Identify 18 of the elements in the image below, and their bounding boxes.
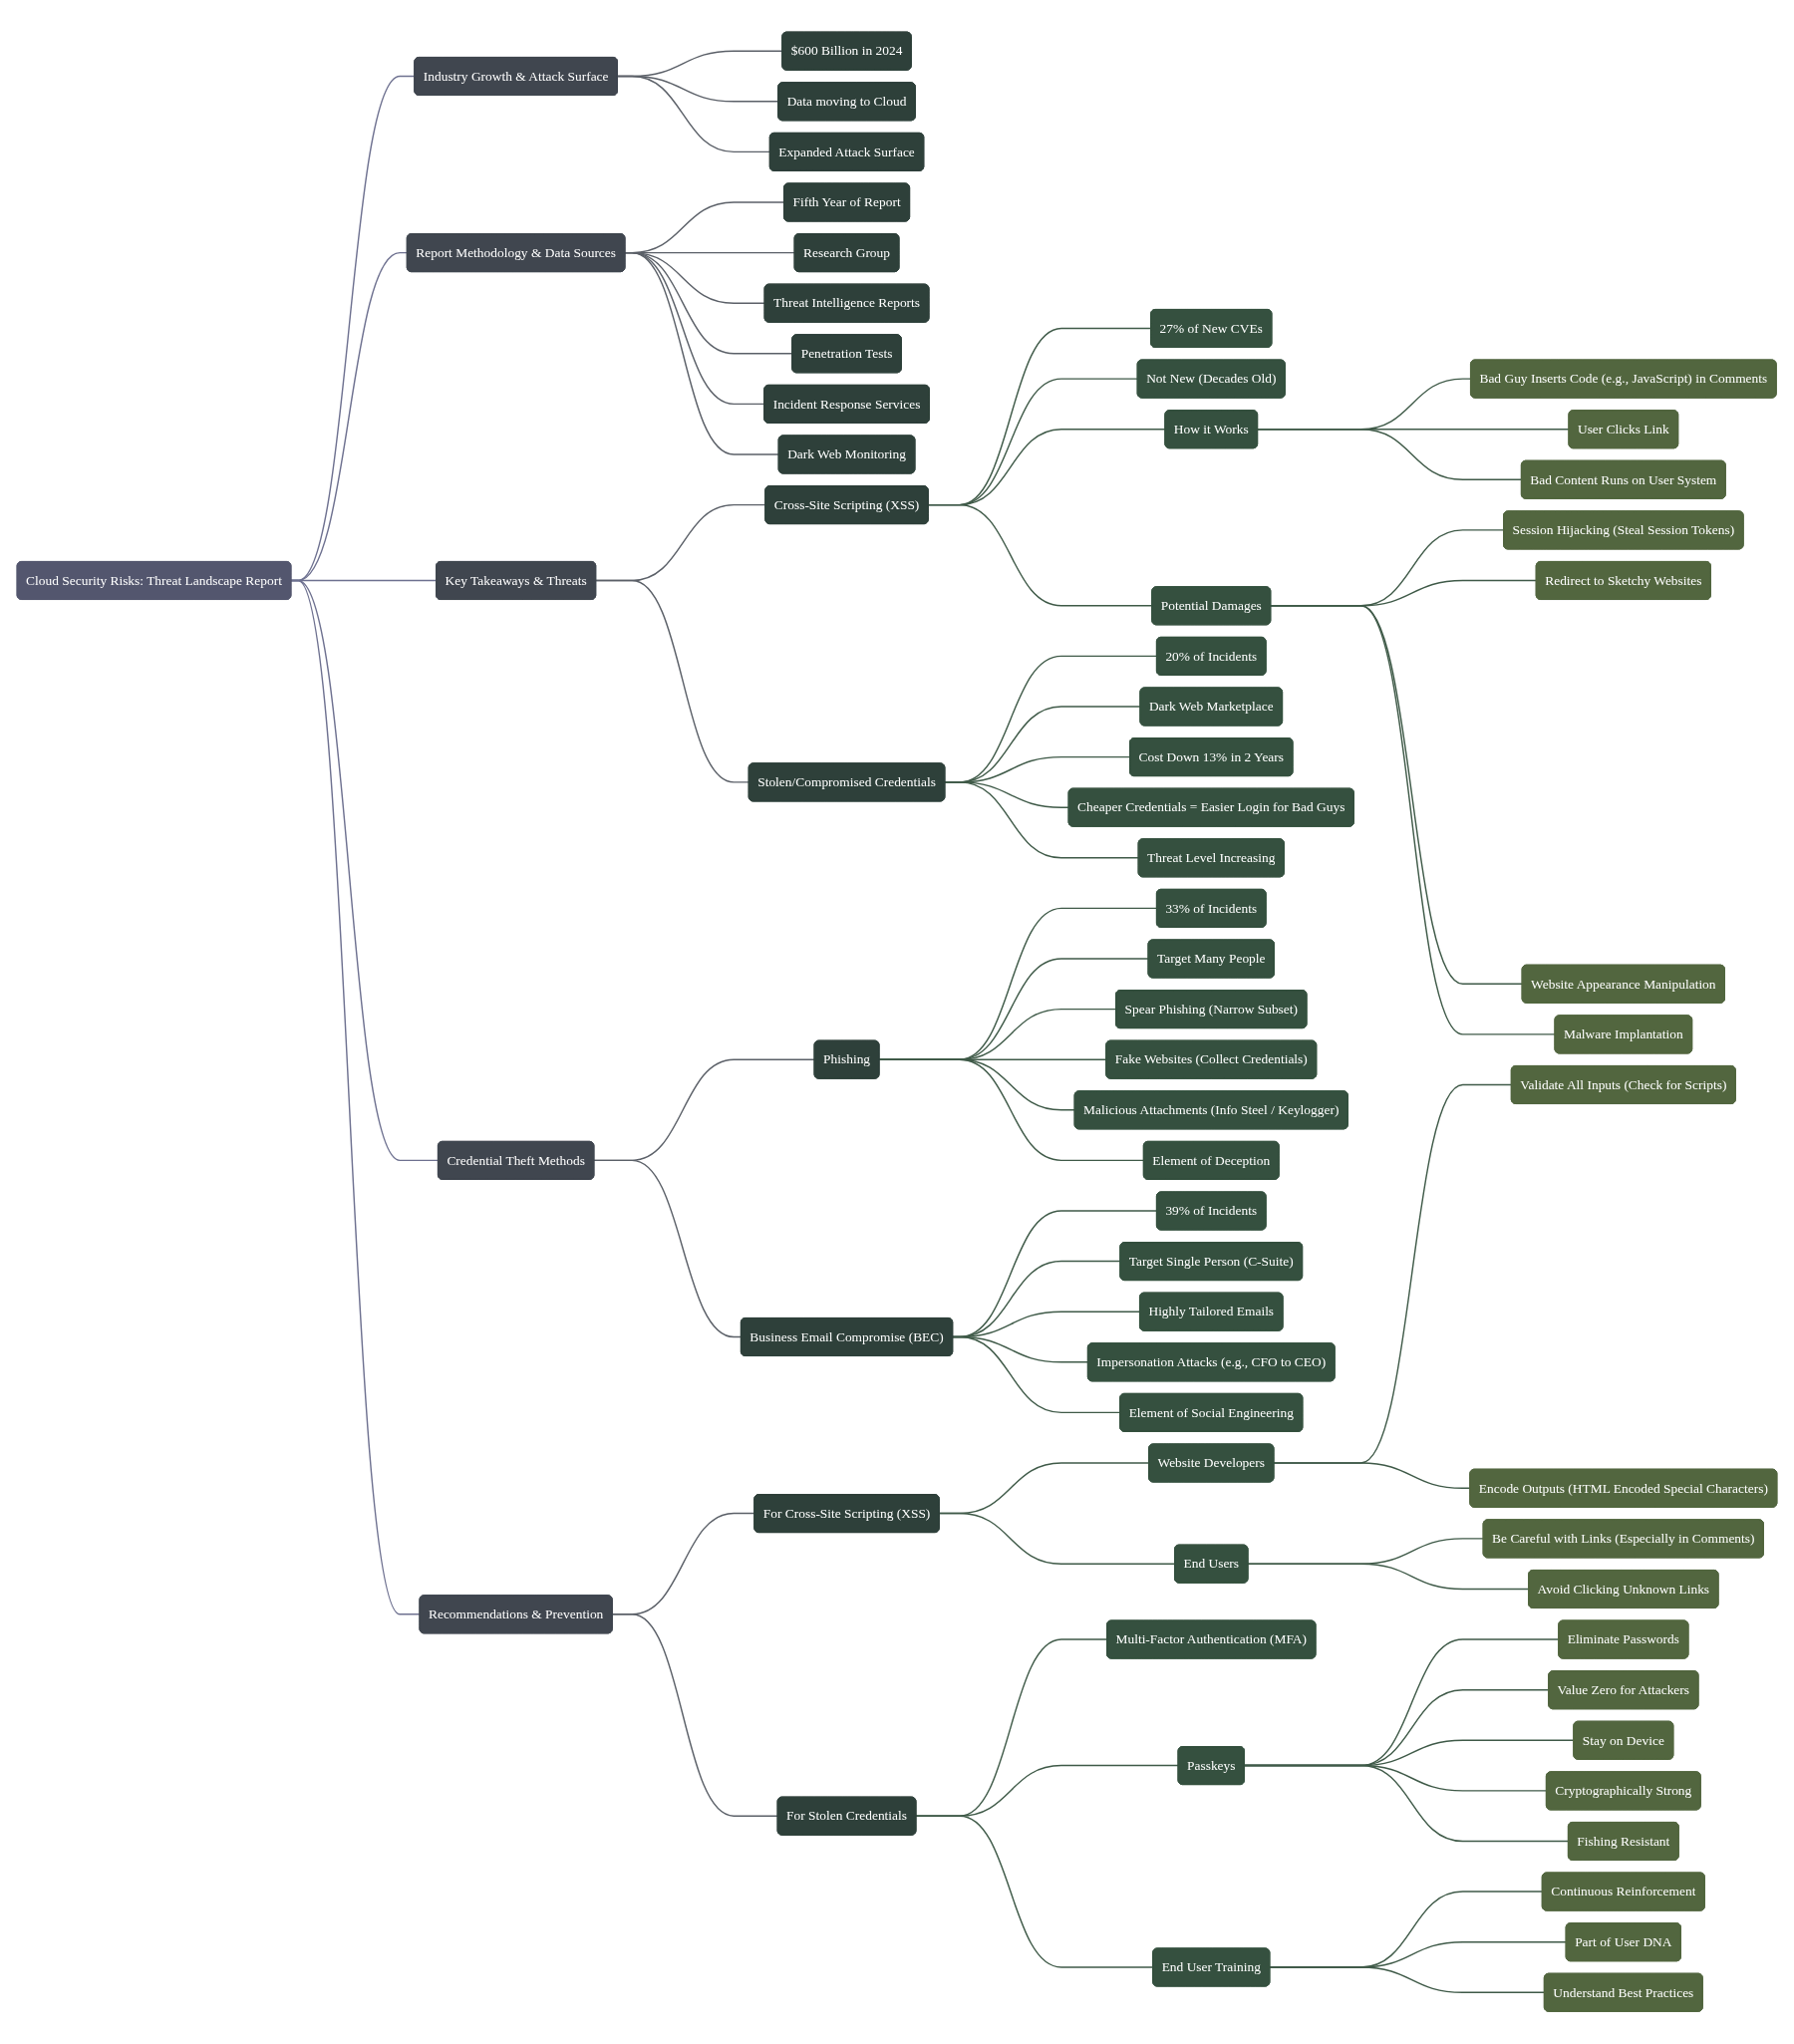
connector xyxy=(938,1513,1176,1566)
connector xyxy=(624,252,779,455)
connector xyxy=(595,580,749,783)
connector xyxy=(1269,1966,1546,1994)
connector xyxy=(915,1815,1154,1968)
connector xyxy=(878,1058,1145,1162)
connector xyxy=(593,1159,743,1338)
connector xyxy=(944,781,1139,859)
connector xyxy=(616,76,771,153)
connector xyxy=(1243,1765,1570,1843)
connector xyxy=(611,1613,778,1818)
connector xyxy=(1256,429,1523,481)
connector xyxy=(1273,1462,1471,1490)
connector xyxy=(290,580,421,1615)
connector xyxy=(927,504,1153,607)
connector xyxy=(952,1336,1121,1414)
connector xyxy=(1270,605,1556,1035)
connector xyxy=(1247,1563,1530,1591)
